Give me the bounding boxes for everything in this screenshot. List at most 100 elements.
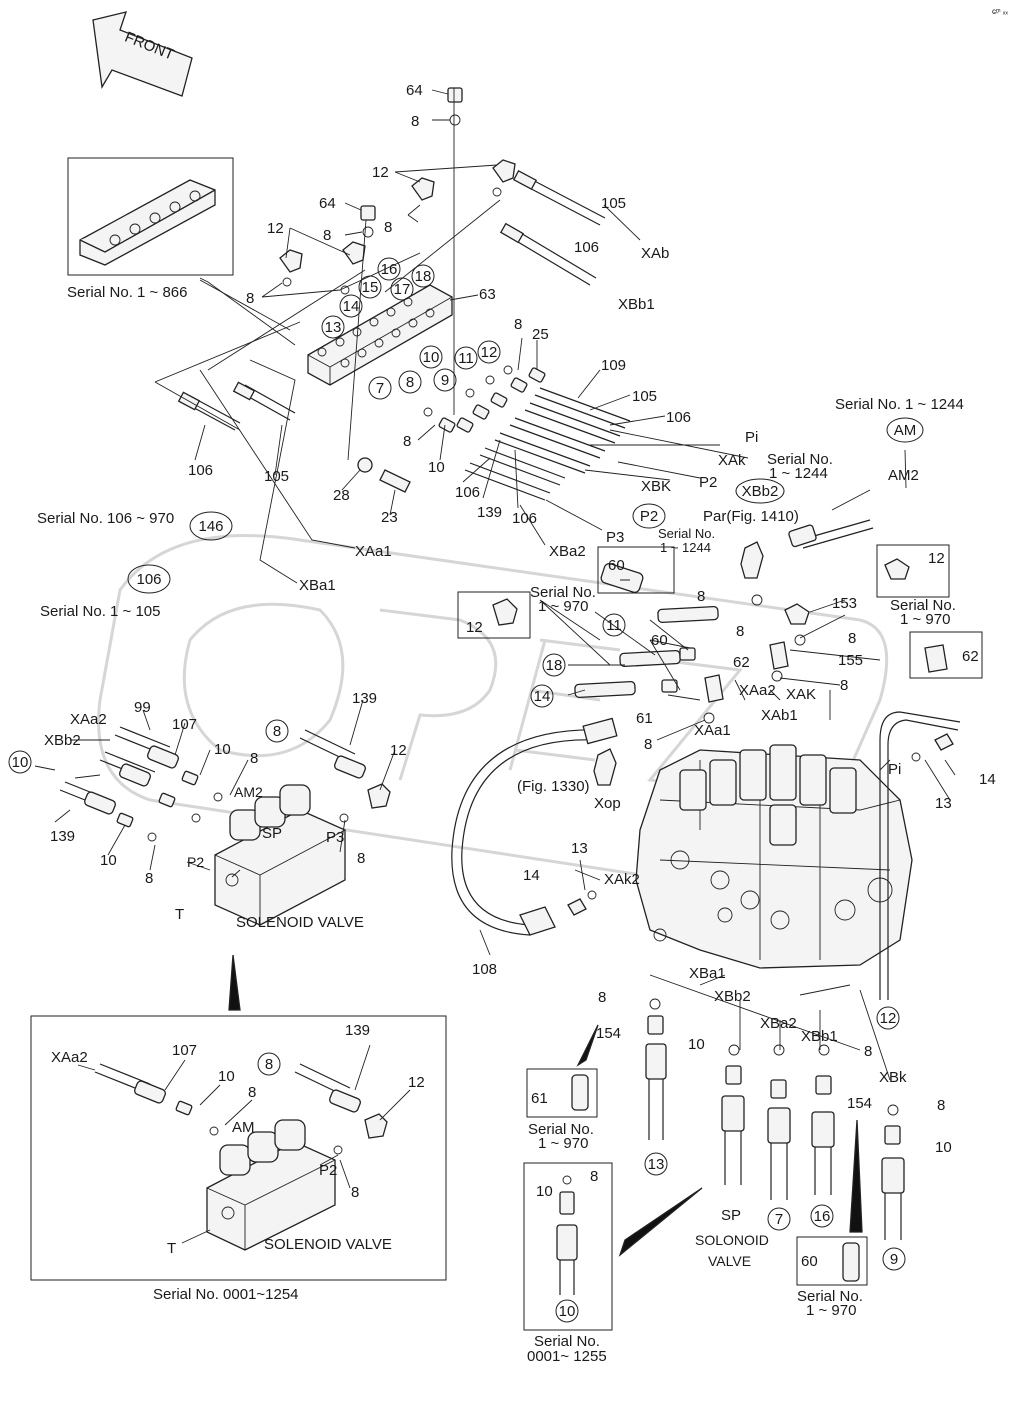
label: 106: [455, 484, 480, 501]
solenoid-valve-inset: [77, 1044, 411, 1251]
label: 8: [384, 219, 392, 236]
label: 25: [532, 326, 549, 343]
label: Par(Fig. 1410): [703, 508, 799, 525]
label: 10: [218, 1068, 235, 1085]
label: 8: [848, 630, 856, 647]
control-valve-body: [635, 744, 913, 969]
label: 12: [390, 742, 407, 759]
label: 10: [688, 1036, 705, 1053]
label: XBb2: [714, 988, 751, 1005]
label: XBa1: [299, 577, 336, 594]
svg-text:11: 11: [458, 350, 474, 367]
label: Serial No.: [767, 451, 833, 468]
label: T: [175, 906, 184, 923]
label: 105: [632, 388, 657, 405]
callout: 12: [477, 340, 501, 364]
svg-text:8: 8: [406, 374, 414, 391]
part-labels: 64 8 12 105 XAb 64 8 8 106 XBb1 12 8 63 …: [37, 82, 996, 1365]
fitting-60: [842, 1242, 860, 1282]
svg-text:9: 9: [441, 372, 449, 389]
label: Pi: [888, 761, 901, 778]
label: XBa2: [760, 1015, 797, 1032]
svg-text:11: 11: [606, 617, 622, 634]
label: XBb1: [801, 1028, 838, 1045]
label: 12: [928, 550, 945, 567]
label: 8: [514, 316, 522, 333]
svg-text:106: 106: [136, 571, 161, 588]
label: 12: [372, 164, 389, 181]
svg-text:9: 9: [890, 1251, 898, 1268]
svg-text:7: 7: [775, 1211, 783, 1228]
label: 60: [608, 557, 625, 574]
label: 8: [937, 1097, 945, 1114]
label: 12: [408, 1074, 425, 1091]
label: 139: [50, 828, 75, 845]
callout: 14: [530, 684, 554, 708]
callout: 10: [8, 750, 32, 774]
callout: 13: [321, 315, 345, 339]
callout: 11: [602, 613, 626, 637]
svg-text:P2: P2: [640, 508, 658, 525]
label: AM2: [234, 784, 263, 800]
label: 99: [134, 699, 151, 716]
label: 13: [571, 840, 588, 857]
label: SOLENOID VALVE: [236, 914, 364, 931]
fittings-bottom: [645, 998, 905, 1240]
label: P2: [187, 854, 204, 870]
svg-text:AM: AM: [894, 422, 917, 439]
svg-text:13: 13: [325, 319, 342, 336]
fitting-12-inset: [492, 598, 518, 626]
inset-box-60-top: [597, 546, 675, 594]
svg-text:16: 16: [381, 261, 398, 278]
label: SP: [721, 1207, 741, 1224]
callout: 15: [358, 275, 382, 299]
svg-text:12: 12: [880, 1010, 897, 1027]
label: Serial No.: [528, 1121, 594, 1138]
svg-text:8: 8: [265, 1056, 273, 1073]
label: Serial No. 1 ~ 866: [67, 284, 188, 301]
label: XAb: [641, 245, 669, 262]
label: 8: [403, 433, 411, 450]
label: 8: [357, 850, 365, 867]
label: 64: [406, 82, 423, 99]
label: 1 ~ 970: [538, 1135, 588, 1152]
label: 155: [838, 652, 863, 669]
svg-text:18: 18: [546, 657, 563, 674]
callout: 13: [644, 1152, 668, 1176]
label: 108: [472, 961, 497, 978]
fitting-10-1255: [556, 1175, 578, 1295]
label: SP: [262, 825, 282, 842]
callout: XBb2: [735, 478, 785, 504]
label: Serial No. 0001~1254: [153, 1286, 299, 1303]
label: 8: [736, 623, 744, 640]
label: SOLONOID: [695, 1232, 769, 1248]
label: (Fig. 1330): [517, 778, 590, 795]
callout: 8: [398, 370, 422, 394]
label: 1 ~ 970: [900, 611, 950, 628]
label: 139: [477, 504, 502, 521]
svg-text:14: 14: [534, 688, 551, 705]
callout: AM: [886, 417, 924, 443]
svg-text:16: 16: [814, 1208, 831, 1225]
label: 139: [352, 690, 377, 707]
label: XAK: [786, 686, 816, 703]
label: XBa1: [689, 965, 726, 982]
svg-text:10: 10: [559, 1303, 576, 1320]
label: 154: [847, 1095, 872, 1112]
label: 28: [333, 487, 350, 504]
label: SOLENOID VALVE: [264, 1236, 392, 1253]
label: Serial No. 1 ~ 1244: [835, 396, 964, 413]
inset-box-866: [67, 157, 234, 276]
inset-box-1255: [523, 1162, 613, 1331]
inset-box-1254: [30, 1015, 447, 1281]
label: XBb1: [618, 296, 655, 313]
corner-mark: c̶ᵐ ₓₓ: [992, 7, 1008, 16]
leader-lines-right: [479, 449, 956, 1081]
label: 106: [188, 462, 213, 479]
callout: 16: [810, 1204, 834, 1228]
label: 10: [100, 852, 117, 869]
label: 105: [264, 468, 289, 485]
label: 8: [590, 1168, 598, 1185]
label: Xop: [594, 795, 621, 812]
label: 153: [832, 595, 857, 612]
